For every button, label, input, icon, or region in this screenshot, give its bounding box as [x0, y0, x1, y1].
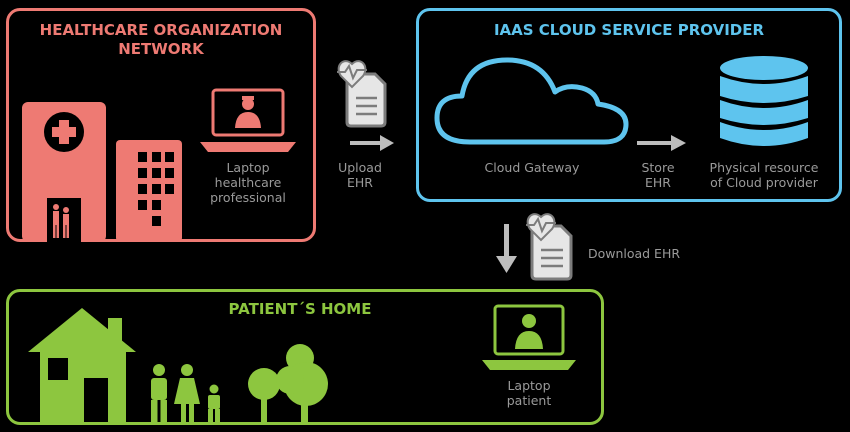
- database-icon: [720, 56, 808, 146]
- physical-resource-label: Physical resource of Cloud provider: [709, 160, 819, 190]
- office-building-icon: [116, 140, 182, 242]
- upload-arrow: [350, 135, 394, 151]
- patient-title: PATIENT´S HOME: [228, 300, 372, 318]
- cloud-gateway-icon: [434, 57, 629, 145]
- download-arrow: [496, 224, 517, 273]
- trees-icon: [248, 344, 328, 422]
- healthcare-title: HEALTHCARE ORGANIZATION NETWORK: [39, 21, 283, 58]
- doctor-laptop-icon: [200, 88, 296, 152]
- patient-home-panel: [6, 289, 604, 425]
- house-icon: [28, 308, 136, 422]
- patient-laptop-label: Laptop patient: [506, 378, 552, 408]
- healthcare-laptop-label: Laptop healthcare professional: [210, 160, 286, 205]
- upload-ehr-label: Upload EHR: [338, 160, 382, 190]
- store-arrow: [637, 135, 686, 151]
- cloud-provider-panel: [416, 8, 842, 202]
- cloud-gateway-label: Cloud Gateway: [484, 160, 580, 175]
- download-ehr-label: Download EHR: [587, 246, 681, 261]
- ehr-document-download-icon: [526, 213, 573, 281]
- hospital-building-icon: [22, 102, 106, 242]
- patient-laptop-icon: [482, 304, 576, 370]
- ehr-document-upload-icon: [337, 60, 387, 128]
- cloud-title: IAAS CLOUD SERVICE PROVIDER: [493, 21, 765, 39]
- family-icon: [151, 364, 220, 422]
- store-ehr-label: Store EHR: [641, 160, 675, 190]
